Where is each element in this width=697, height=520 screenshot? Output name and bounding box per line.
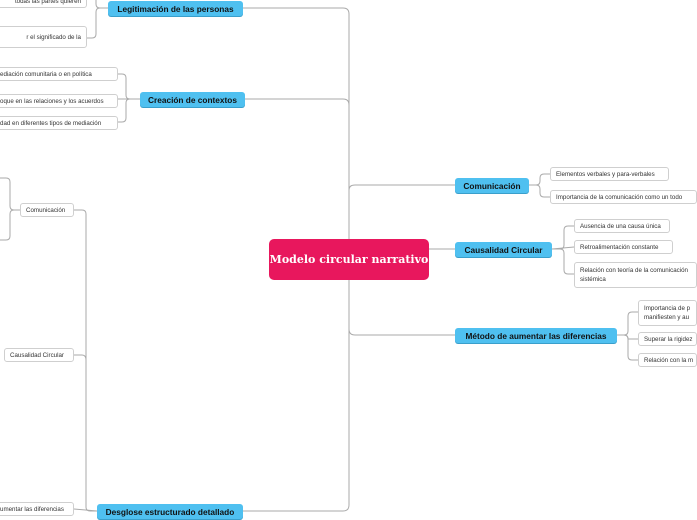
subtopic-superar-rigidez[interactable]: Superar la rigidez	[638, 332, 697, 346]
subtopic-elementos-verbales[interactable]: Elementos verbales y para-verbales	[550, 167, 669, 181]
subtopic-desglose-metodo[interactable]: umentar las diferencias	[0, 502, 74, 516]
central-topic[interactable]: Modelo circular narrativo	[269, 239, 429, 280]
topic-comunicacion[interactable]: Comunicación	[455, 178, 529, 193]
subtopic-importancia[interactable]: Importancia de p manifiesten y au	[638, 300, 697, 326]
subtopic-teoria-comunicacion[interactable]: Relación con teoría de la comunicación s…	[574, 262, 697, 288]
subtopic-legitimacion-1[interactable]: todas las partes quieren	[0, 0, 87, 8]
topic-creacion-contextos[interactable]: Creación de contextos	[140, 92, 245, 107]
topic-legitimacion[interactable]: Legitimación de las personas	[108, 1, 243, 16]
subtopic-relacion[interactable]: Relación con la m	[638, 353, 697, 367]
subtopic-desglose-causalidad[interactable]: Causalidad Circular	[4, 348, 74, 362]
subtopic-retroalimentacion[interactable]: Retroalimentación constante	[574, 240, 673, 254]
topic-causalidad-circular[interactable]: Causalidad Circular	[455, 242, 552, 257]
subtopic-legitimacion-2[interactable]: r el significado de la	[0, 26, 87, 48]
subtopic-creacion-1[interactable]: ediación comunitaria o en política	[0, 67, 118, 81]
subtopic-comunicacion-todo[interactable]: Importancia de la comunicación como un t…	[550, 190, 697, 204]
subtopic-causa-unica[interactable]: Ausencia de una causa única	[574, 219, 670, 233]
topic-desglose[interactable]: Desglose estructurado detallado	[97, 504, 243, 519]
subtopic-desglose-comunicacion[interactable]: Comunicación	[20, 203, 74, 217]
subtopic-creacion-2[interactable]: oque en las relaciones y los acuerdos	[0, 94, 118, 108]
topic-metodo-diferencias[interactable]: Método de aumentar las diferencias	[455, 328, 617, 343]
subtopic-creacion-3[interactable]: dad en diferentes tipos de mediación	[0, 116, 118, 130]
